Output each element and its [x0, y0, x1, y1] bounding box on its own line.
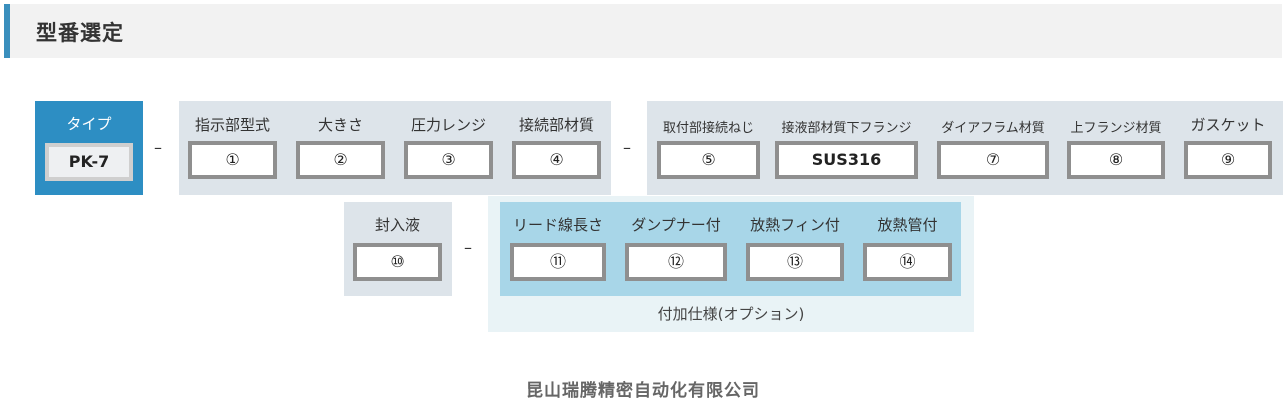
option-value-box[interactable]: ⑫ [625, 243, 727, 281]
spec-slot-1: 指示部型式 ① [188, 101, 277, 195]
spec-group-3: 封入液 ⑩ [344, 202, 452, 296]
spec-value-box[interactable]: ⑨ [1184, 141, 1272, 179]
spec-slot-5: 取付部接続ねじ ⑤ [657, 101, 760, 195]
separator-dash: – [154, 138, 162, 157]
company-footer: 昆山瑞腾精密自动化有限公司 [526, 381, 760, 401]
spec-value-box[interactable]: ⑧ [1067, 141, 1165, 179]
type-block: タイプ PK-7 [35, 101, 143, 195]
header-accent-bar [4, 4, 10, 58]
option-value-box[interactable]: ⑪ [510, 243, 606, 281]
spec-group-1: 指示部型式 ① 大きさ ② 圧力レンジ ③ 接続部材質 ④ [179, 101, 611, 195]
spec-value-box[interactable]: ② [296, 141, 385, 179]
spec-label: 接続部材質 [518, 116, 594, 134]
spec-slot-7: ダイアフラム材質 ⑦ [937, 101, 1049, 195]
separator-dash: – [464, 238, 472, 257]
spec-value-box[interactable]: ⑩ [353, 243, 442, 281]
option-value-box[interactable]: ⑭ [863, 243, 952, 281]
options-group: リード線長さ ⑪ ダンプナー付 ⑫ 放熱フィン付 ⑬ 放熱管付 ⑭ [500, 202, 961, 296]
option-value-box[interactable]: ⑬ [746, 243, 844, 281]
type-label: タイプ [66, 115, 112, 133]
option-slot-14: 放熱管付 ⑭ [863, 202, 952, 296]
type-value-box[interactable]: PK-7 [45, 143, 133, 181]
spec-label: 圧力レンジ [410, 116, 486, 134]
spec-slot-10: 封入液 ⑩ [353, 202, 442, 296]
spec-label: 接液部材質下フランジ [781, 121, 912, 136]
spec-label: 上フランジ材質 [1070, 121, 1162, 136]
spec-value-box[interactable]: ⑤ [657, 141, 760, 179]
option-label: ダンプナー付 [631, 216, 721, 234]
spec-label: 大きさ [317, 116, 363, 134]
options-caption: 付加仕様(オプション) [657, 305, 805, 323]
type-slot: タイプ PK-7 [45, 101, 133, 195]
option-label: リード線長さ [512, 216, 603, 234]
spec-value-box[interactable]: ① [188, 141, 277, 179]
spec-group-2: 取付部接続ねじ ⑤ 接液部材質下フランジ SUS316 ダイアフラム材質 ⑦ 上… [647, 101, 1283, 195]
spec-slot-3: 圧力レンジ ③ [404, 101, 493, 195]
spec-label: 指示部型式 [194, 116, 270, 134]
spec-value-box[interactable]: ⑦ [937, 141, 1049, 179]
option-label: 放熱管付 [877, 216, 938, 234]
spec-slot-9: ガスケット ⑨ [1184, 101, 1272, 195]
spec-label: 取付部接続ねじ [662, 121, 754, 136]
option-slot-12: ダンプナー付 ⑫ [625, 202, 727, 296]
spec-slot-4: 接続部材質 ④ [512, 101, 601, 195]
option-label: 放熱フィン付 [750, 216, 840, 234]
spec-slot-2: 大きさ ② [296, 101, 385, 195]
spec-label: 封入液 [374, 216, 420, 234]
page-header: 型番選定 [4, 4, 1282, 58]
spec-slot-8: 上フランジ材質 ⑧ [1067, 101, 1165, 195]
spec-slot-6: 接液部材質下フランジ SUS316 [775, 101, 918, 195]
page-title: 型番選定 [36, 21, 124, 45]
separator-dash: – [623, 138, 631, 157]
spec-value-box[interactable]: ③ [404, 141, 493, 179]
spec-label: ガスケット [1190, 116, 1266, 134]
spec-value-box[interactable]: SUS316 [775, 141, 918, 179]
option-slot-13: 放熱フィン付 ⑬ [746, 202, 844, 296]
spec-label: ダイアフラム材質 [941, 121, 1045, 136]
spec-value-box[interactable]: ④ [512, 141, 601, 179]
option-slot-11: リード線長さ ⑪ [510, 202, 606, 296]
